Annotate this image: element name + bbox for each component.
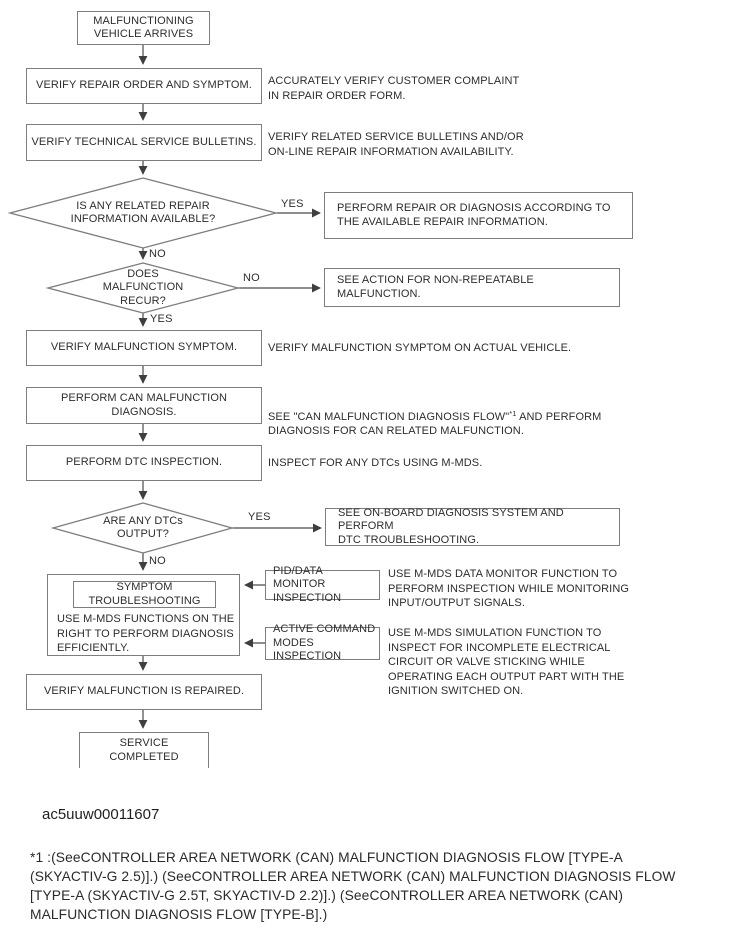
decision-malfunction-recur-label: DOES MALFUNCTION RECUR? [102, 267, 184, 307]
verify-tsb-node: VERIFY TECHNICAL SERVICE BULLETINS. [26, 124, 262, 161]
verify-repair-order-node: VERIFY REPAIR ORDER AND SYMPTOM. [26, 68, 262, 104]
note-can-prefix: SEE "CAN MALFUNCTION DIAGNOSIS FLOW" [268, 410, 510, 423]
figure-id-caption: ac5uuw00011607 [42, 806, 160, 823]
service-completed-node: SERVICE COMPLETED [79, 732, 209, 768]
symptom-troubleshooting-note: USE M-MDS FUNCTIONS ON THE RIGHT TO PERF… [57, 613, 235, 654]
perform-repair-node: PERFORM REPAIR OR DIAGNOSIS ACCORDING TO… [324, 192, 633, 239]
branch-no-label: NO [149, 555, 166, 567]
note-symptom: VERIFY MALFUNCTION SYMPTOM ON ACTUAL VEH… [268, 342, 572, 354]
branch-yes-label: YES [248, 511, 271, 523]
branch-no-label: NO [149, 248, 166, 260]
symptom-troubleshooting-node: SYMPTOM TROUBLESHOOTING [73, 581, 216, 608]
note-pid: USE M-MDS DATA MONITOR FUNCTION TO PERFO… [388, 568, 630, 609]
decision-malfunction-recur-shape [45, 262, 241, 314]
branch-yes-label: YES [150, 313, 173, 325]
footnote-can-references: *1 :(SeeCONTROLLER AREA NETWORK (CAN) MA… [30, 850, 676, 922]
note-can-rest: AND PERFORM DIAGNOSIS FOR CAN RELATED MA… [268, 410, 602, 438]
decision-dtcs-output-shape [50, 502, 235, 554]
note-active: USE M-MDS SIMULATION FUNCTION TO INSPECT… [388, 627, 625, 697]
note-can-footnote-ref: *1 [509, 408, 517, 418]
pid-monitor-node: PID/DATA MONITOR INSPECTION [265, 565, 380, 604]
decision-info-available-label: IS ANY RELATED REPAIR INFORMATION AVAILA… [70, 199, 216, 226]
decision-dtcs-output-label: ARE ANY DTCs OUTPUT? [103, 514, 183, 541]
start-node: MALFUNCTIONING VEHICLE ARRIVES [77, 11, 210, 45]
obd-troubleshooting-node: SEE ON-BOARD DIAGNOSIS SYSTEM AND PERFOR… [325, 507, 620, 546]
verify-repaired-node: VERIFY MALFUNCTION IS REPAIRED. [26, 674, 262, 710]
active-command-node: ACTIVE COMMAND MODES INSPECTION [265, 623, 380, 662]
note-repair-order: ACCURATELY VERIFY CUSTOMER COMPLAINT IN … [268, 75, 520, 102]
note-dtc: INSPECT FOR ANY DTCs USING M-MDS. [268, 457, 483, 469]
dtc-inspection-node: PERFORM DTC INSPECTION. [26, 445, 262, 481]
note-can: SEE "CAN MALFUNCTION DIAGNOSIS FLOW"*1 A… [268, 392, 608, 439]
verify-symptom-node: VERIFY MALFUNCTION SYMPTOM. [26, 330, 262, 366]
branch-yes-label: YES [281, 198, 304, 210]
decision-info-available-shape [7, 177, 279, 249]
note-tsb: VERIFY RELATED SERVICE BULLETINS AND/OR … [268, 131, 524, 158]
branch-no-label: NO [243, 272, 260, 284]
can-diagnosis-node: PERFORM CAN MALFUNCTION DIAGNOSIS. [26, 387, 262, 424]
non-repeatable-node: SEE ACTION FOR NON-REPEATABLE MALFUNCTIO… [324, 268, 620, 307]
